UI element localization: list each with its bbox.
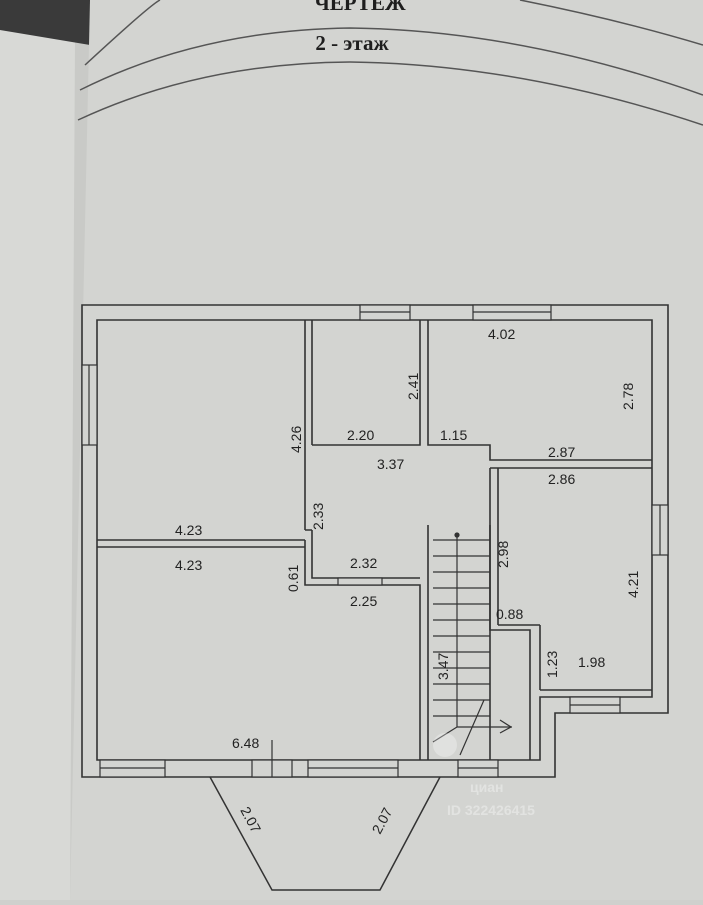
walls (81, 304, 669, 778)
dim-1-98: 1.98 (578, 654, 605, 670)
dim-4-26: 4.26 (288, 426, 304, 453)
inner-wall (96, 319, 653, 761)
floor-label: 2 - этаж (315, 31, 389, 55)
paper-sheet (70, 0, 703, 900)
drawing-title: ЧЕРТЕЖ (314, 0, 406, 15)
page-shadow (0, 0, 90, 45)
watermark-pin-icon (433, 733, 457, 757)
dim-3-37: 3.37 (377, 456, 404, 472)
watermark-id: ID 322426415 (447, 802, 535, 818)
dim-6-48: 6.48 (232, 735, 259, 751)
header-frame (77, 0, 703, 126)
dim-2-32: 2.32 (350, 555, 377, 571)
dim-2-20: 2.20 (347, 427, 374, 443)
dim-1-23: 1.23 (544, 651, 560, 678)
dim-0-61: 0.61 (285, 565, 301, 592)
dim-4-02: 4.02 (488, 326, 515, 342)
dim-2-86: 2.86 (548, 471, 575, 487)
outer-wall (81, 304, 669, 778)
watermark: циан ID 322426415 (433, 733, 535, 818)
windows (81, 304, 669, 778)
dim-2-25: 2.25 (350, 593, 377, 609)
dim-2-98: 2.98 (495, 541, 511, 568)
dim-1-15: 1.15 (440, 427, 467, 443)
dim-4-23-top: 4.23 (175, 522, 202, 538)
dim-0-88: 0.88 (496, 606, 523, 622)
dim-2-78: 2.78 (620, 383, 636, 410)
dim-2-33: 2.33 (310, 503, 326, 530)
dim-4-23-bottom: 4.23 (175, 557, 202, 573)
watermark-brand: циан (470, 779, 503, 795)
staircase (432, 532, 513, 756)
dim-2-41: 2.41 (405, 373, 421, 400)
dim-2-87: 2.87 (548, 444, 575, 460)
porch (209, 776, 441, 891)
previous-page (0, 30, 75, 900)
dim-3-47: 3.47 (435, 653, 451, 680)
dim-4-21: 4.21 (625, 571, 641, 598)
